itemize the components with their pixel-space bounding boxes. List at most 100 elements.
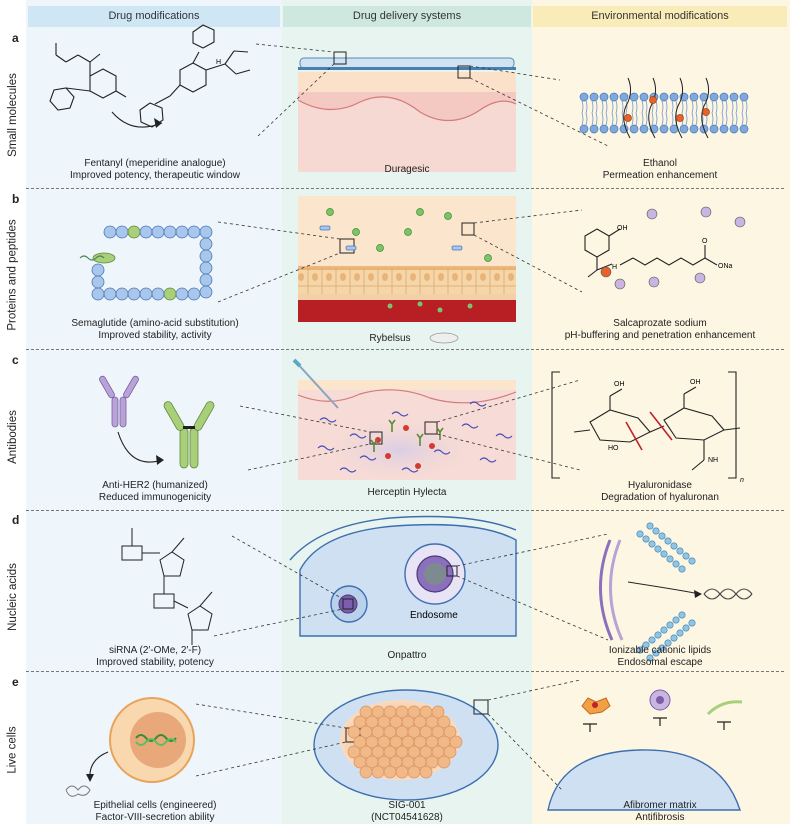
lipid-head (642, 535, 650, 543)
row-letter-c: c (12, 353, 19, 367)
duragesic-patch (297, 51, 517, 172)
amino-acid (103, 225, 117, 239)
amino-acid (187, 225, 201, 239)
lipid-head (664, 639, 672, 647)
lipid-head (648, 540, 656, 548)
encapsulated-cell (383, 765, 397, 779)
snac-particle (416, 208, 424, 216)
amino-acid (127, 225, 141, 239)
amino-acid (199, 261, 213, 275)
encapsulated-cell (431, 705, 445, 719)
lipid-head (658, 532, 666, 540)
caption-epithelial-cells: Epithelial cells (engineered) Factor-VII… (40, 800, 270, 824)
amino-acid (187, 287, 201, 301)
lipid-tail (591, 100, 598, 114)
lipid-tail (741, 100, 748, 114)
ion-marker (614, 278, 626, 290)
lipid-head (672, 560, 680, 568)
ion-marker (694, 272, 706, 284)
encapsulated-cell (407, 765, 421, 779)
ha-n-subscript: n (740, 477, 744, 484)
lipid-head (689, 92, 699, 102)
lipid-head (609, 124, 619, 134)
lipid-tail (581, 100, 588, 114)
amino-acid (151, 287, 165, 301)
lipid-head (659, 124, 669, 134)
cleavage-mark (625, 421, 643, 451)
lipid-head (659, 92, 669, 102)
lipid-tail (721, 100, 728, 114)
hyaluronan-fragment (495, 433, 513, 439)
herceptin-particles (317, 401, 513, 473)
lipid-head (652, 649, 660, 657)
lipid-head (629, 124, 639, 134)
caption-title: Epithelial cells (engineered) (93, 800, 217, 811)
lipid-head (666, 555, 674, 563)
ion-marker (734, 216, 746, 228)
ona-label: ONa (718, 263, 733, 270)
blood-particle (417, 301, 423, 307)
encapsulated-cell (443, 725, 457, 739)
rybelsus-gut-model (298, 196, 516, 344)
encapsulated-cell (359, 765, 373, 779)
antibody-mark (370, 439, 378, 452)
ethanol-molecule (702, 108, 710, 116)
lipid-head (646, 522, 654, 530)
hyaluronan-fragment (391, 411, 409, 417)
row-letter-a: a (12, 31, 19, 45)
lipid-tail (721, 112, 728, 126)
hyaluronan-fragment (349, 433, 367, 439)
humanized-antibody-small (99, 375, 139, 428)
endosome-label: Endosome (410, 610, 458, 621)
peptide-fragment (345, 245, 357, 251)
engineered-epithelial-cell (65, 697, 195, 797)
ha-oh-label: OH (614, 381, 625, 388)
lipid-head (652, 527, 660, 535)
amino-acid (199, 285, 213, 299)
blood-particle (467, 303, 473, 309)
hyaluronidase-particle (403, 425, 409, 431)
caption-subtitle: Reduced immunogenicity (98, 492, 212, 503)
amino-acid (91, 275, 105, 289)
zoom-connectors (195, 43, 609, 791)
ethanol-path (623, 77, 632, 139)
lipid-tail (661, 112, 668, 126)
lipid-head (676, 629, 684, 637)
rna-helix (703, 588, 753, 600)
lipid-tail (601, 112, 608, 126)
antibody-mark (388, 419, 396, 432)
caption-subtitle: Improved potency, therapeutic window (70, 170, 240, 181)
amino-acid (139, 287, 153, 301)
lipid-head (709, 124, 719, 134)
caption-ionizable-lipids: Ionizable cationic lipids Endosomal esca… (540, 645, 780, 669)
ethanol-path (648, 77, 657, 139)
lipid-head (669, 92, 679, 102)
lipid-tail (731, 100, 738, 114)
row-letter-b: b (12, 192, 20, 206)
caption-title: Rybelsus (369, 333, 411, 344)
lipid-tail (711, 112, 718, 126)
column-bg-environmental (532, 0, 790, 824)
lipid-head (579, 124, 589, 134)
caption-herceptin: Herceptin Hylecta (290, 487, 524, 499)
lipid-tail (621, 100, 628, 114)
humanization-arrowhead (156, 455, 164, 465)
caption-subtitle: (NCT04541628) (371, 812, 443, 823)
ion-marker (600, 266, 612, 278)
rybelsus-particles (319, 208, 492, 313)
lipid-head (609, 92, 619, 102)
snac-particle (484, 254, 492, 262)
column-bg-drug-modifications (26, 0, 282, 824)
lipid-head (678, 565, 686, 573)
lipid-head (719, 124, 729, 134)
ethanol-lipid-bilayer (579, 77, 749, 139)
lipid-head (739, 92, 749, 102)
lipid-tail (651, 112, 658, 126)
encapsulated-cell (437, 755, 451, 769)
lipid-head (654, 631, 662, 639)
antibody-mark (416, 433, 424, 446)
encapsulated-cell (449, 735, 463, 749)
lipid-head (599, 92, 609, 102)
blood-particle (387, 303, 393, 309)
lipid-tail (741, 112, 748, 126)
